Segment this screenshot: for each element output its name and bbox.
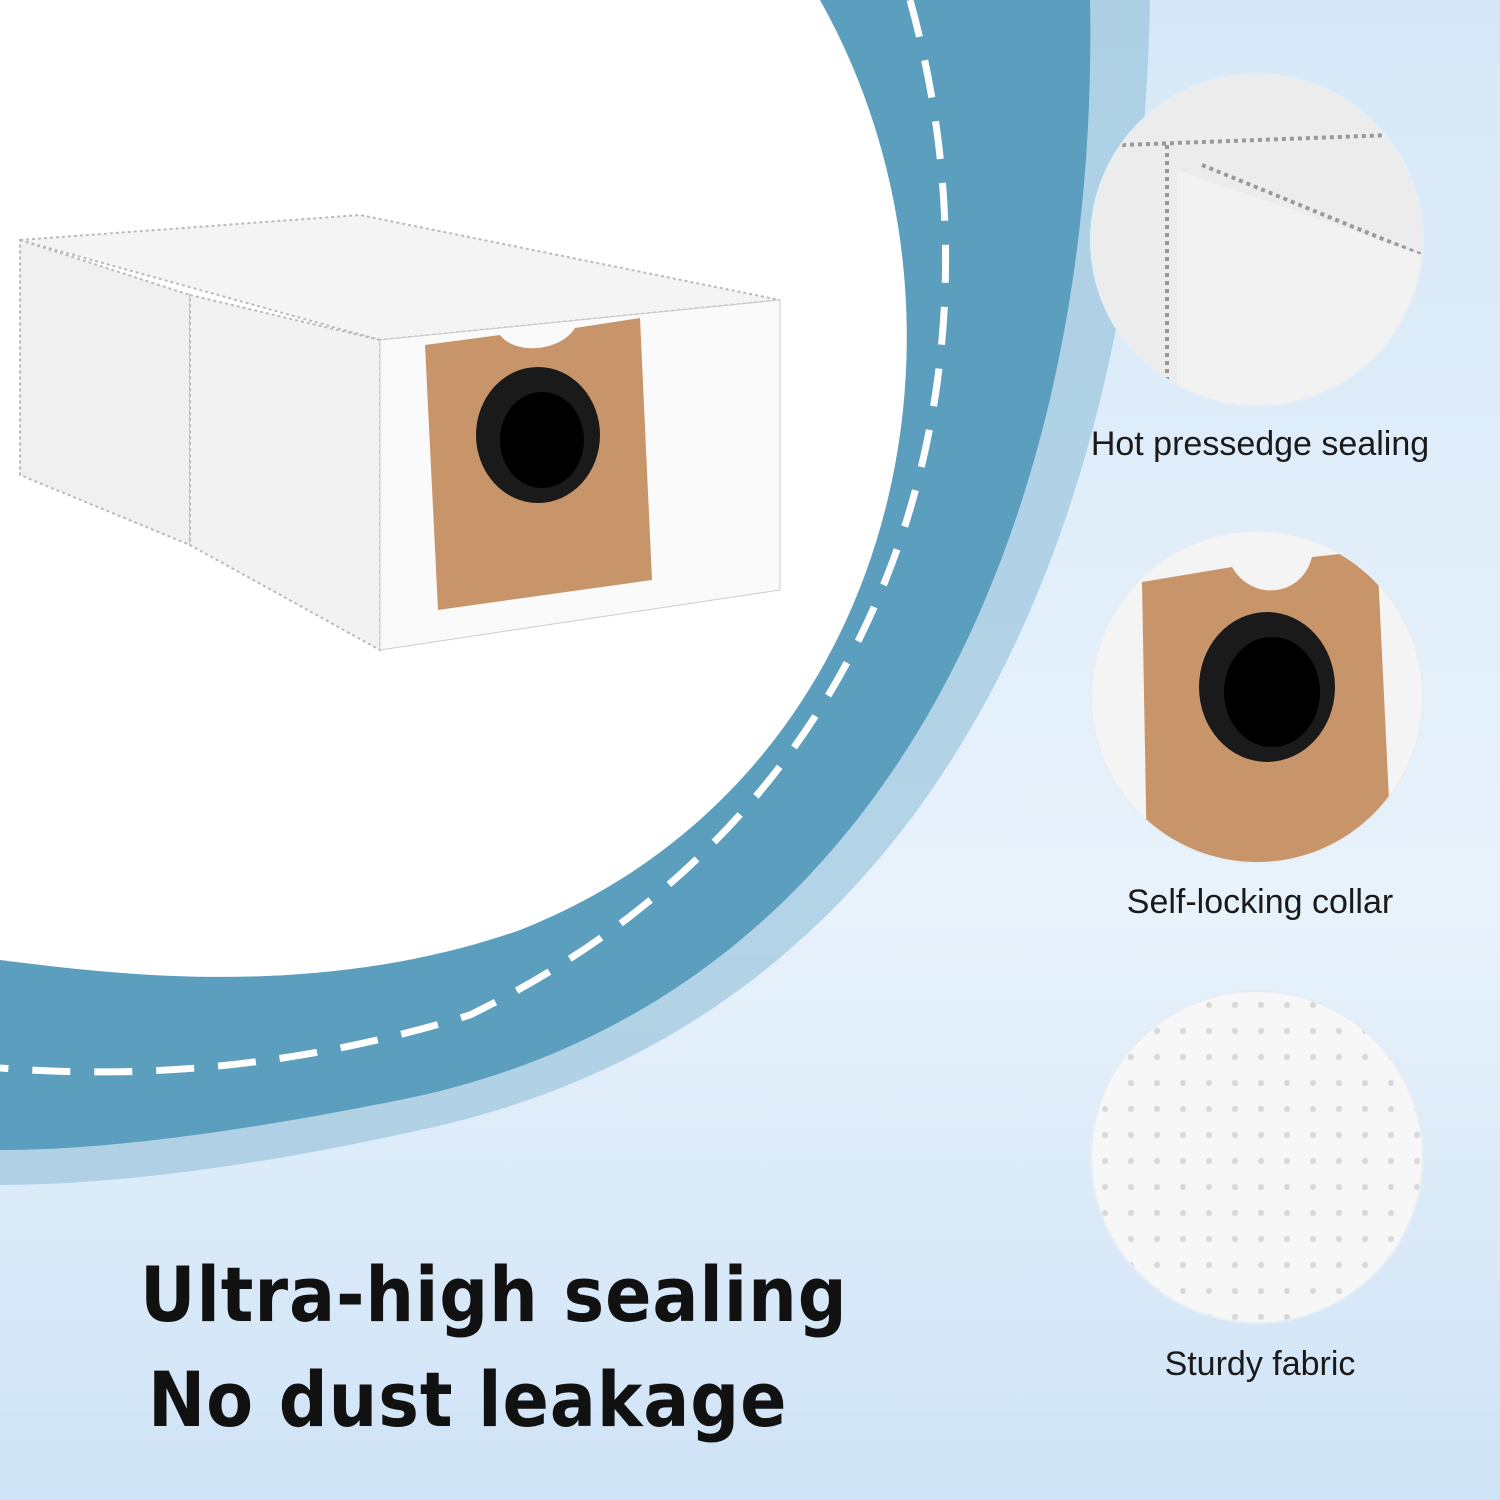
collar-closeup-image — [1092, 532, 1422, 862]
dashed-stitch-line — [0, 0, 949, 1076]
headline-line-2: No dust leakage — [148, 1355, 788, 1444]
headline-line-1: Ultra-high sealing — [140, 1250, 848, 1339]
feature-label: Self-locking collar — [1126, 883, 1394, 921]
collar-closeup-icon — [1092, 532, 1422, 862]
seam-closeup-icon — [1092, 75, 1422, 405]
feature-label: Sturdy fabric — [1164, 1345, 1356, 1383]
dust-bag-illustration — [19, 213, 781, 652]
fabric-closeup-image — [1092, 992, 1422, 1322]
feature-label: Hot pressedge sealing — [1090, 425, 1430, 463]
seam-closeup-image — [1092, 75, 1422, 405]
